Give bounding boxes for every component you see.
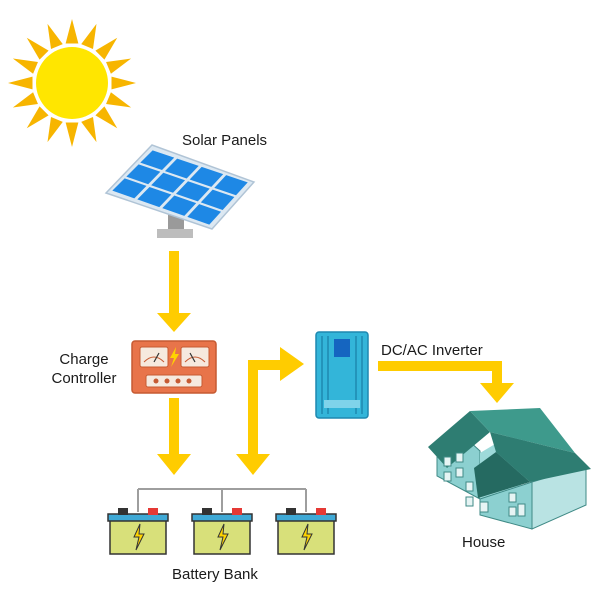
sun-ray (47, 23, 63, 49)
arrow-panel-to-controller (157, 251, 191, 332)
sun-ray (111, 76, 136, 90)
panel-cell (187, 204, 222, 225)
sun-ray (81, 117, 97, 143)
panel-cell (175, 181, 210, 202)
panel-cell (214, 175, 248, 196)
solar-panel-icon (104, 144, 256, 238)
battery-icon (107, 508, 169, 555)
panel-cell (151, 172, 186, 193)
sun-ray (12, 92, 38, 108)
battery-bank-label: Battery Bank (172, 566, 258, 583)
arrow-inverter-to-house (378, 361, 514, 403)
sun-ray (8, 76, 33, 90)
sun-ray (81, 23, 97, 49)
sun-ray (12, 58, 38, 74)
sun-ray (106, 92, 132, 108)
sun-ray (47, 117, 63, 143)
panel-cell (164, 158, 199, 179)
sun-ray (26, 106, 49, 129)
panel-cells (112, 150, 248, 225)
house-icon (428, 408, 591, 530)
panel-cell (140, 150, 175, 171)
panel-cell (200, 189, 235, 210)
sun-icon (8, 19, 136, 147)
sun-ray (65, 122, 79, 147)
sun-ray (65, 19, 79, 44)
inverter-label: DC/AC Inverter (381, 342, 483, 359)
inverter-icon (315, 331, 369, 419)
house-label: House (462, 534, 506, 551)
battery-icon (191, 508, 253, 555)
solar-panels-label: Solar Panels (182, 132, 268, 149)
battery-bank (107, 508, 337, 555)
panel-cell (162, 195, 197, 216)
sun-ray (106, 58, 132, 74)
panel-base (157, 229, 193, 238)
battery-wires (137, 488, 307, 512)
sun-ray (95, 106, 118, 129)
charge-controller-label-line2: Controller (51, 370, 117, 387)
sun-disc (36, 47, 108, 119)
charge-controller-label-line1: Charge (59, 351, 109, 368)
arrow-battery-to-inverter (236, 347, 304, 475)
sun-ray (26, 37, 49, 60)
panel-cell (112, 178, 147, 199)
battery-icon (275, 508, 337, 555)
panel-cell (189, 166, 224, 187)
charge-controller-label: Charge Controller (46, 350, 122, 388)
panel-cell (137, 186, 172, 208)
panel-cell (126, 164, 161, 185)
charge-controller-icon (131, 340, 217, 394)
arrow-controller-to-battery (157, 398, 191, 475)
sun-ray (95, 37, 118, 60)
sun-rays (8, 19, 136, 147)
